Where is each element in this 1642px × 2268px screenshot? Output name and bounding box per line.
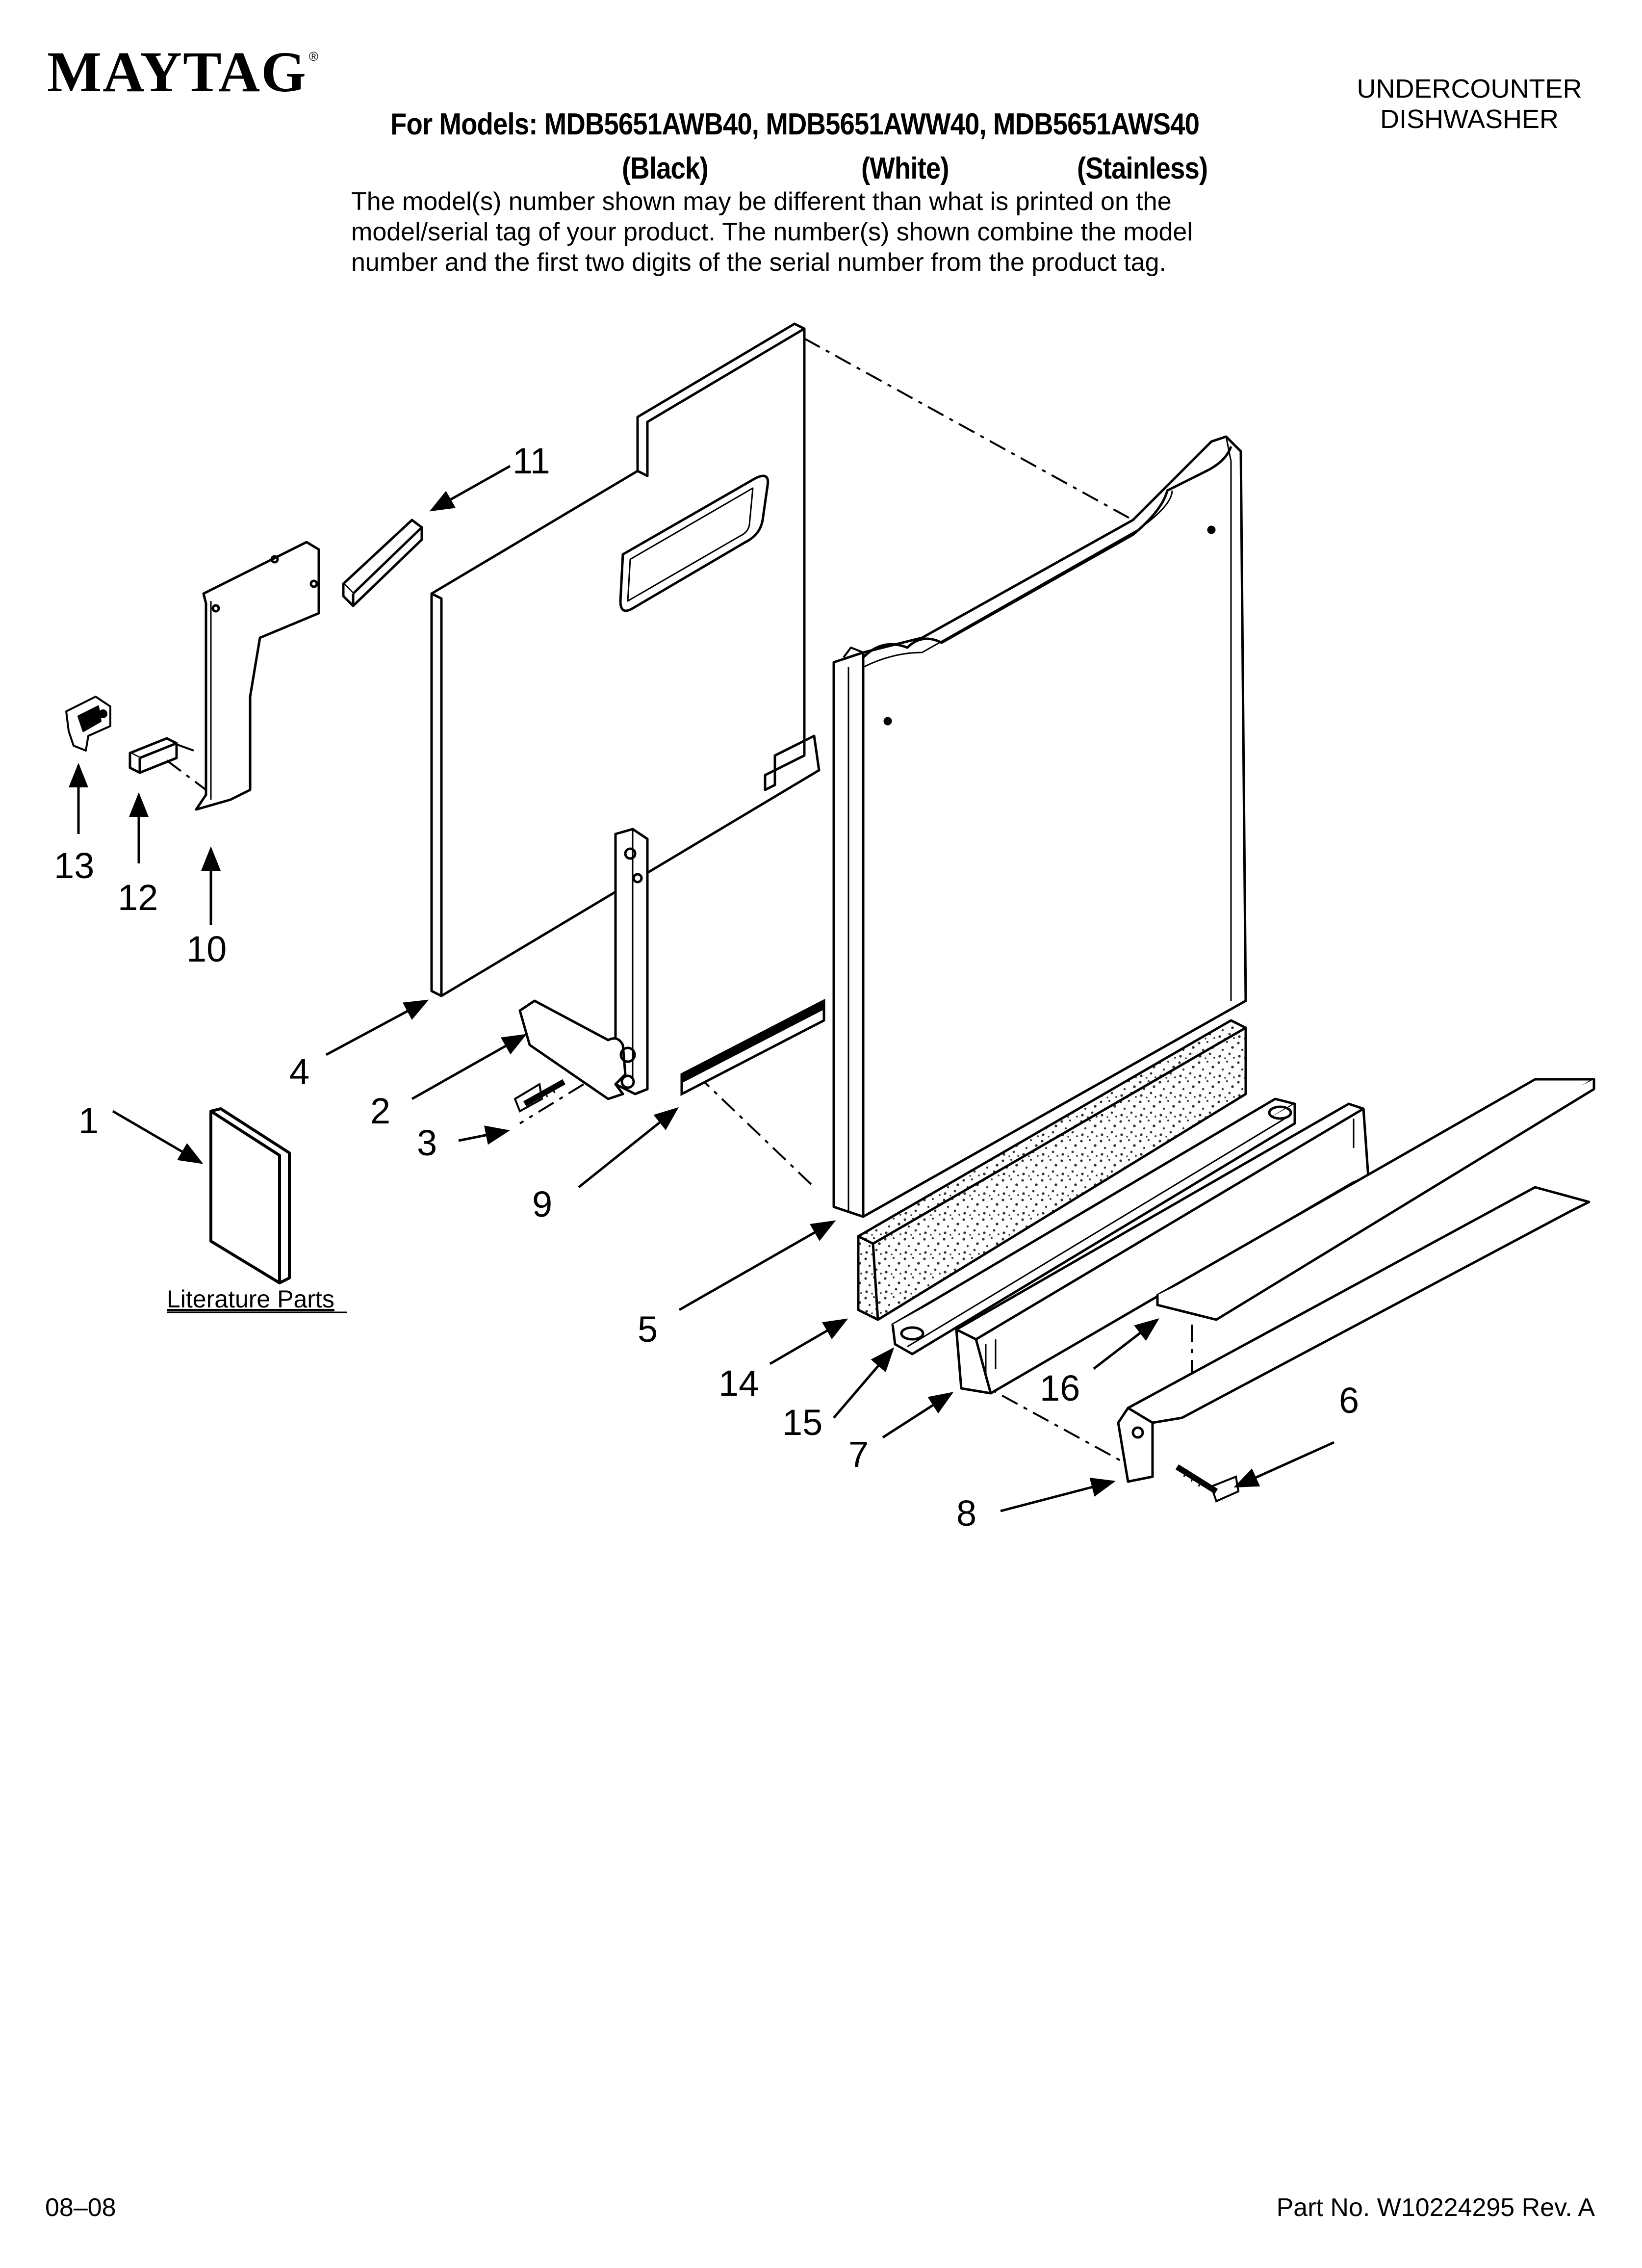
callout-15: 15 — [782, 1402, 822, 1443]
lower-bracket — [1117, 1186, 1591, 1483]
insulation-strip — [680, 998, 825, 1096]
product-type: UNDERCOUNTER DISHWASHER — [1342, 74, 1597, 134]
callout-3: 3 — [417, 1122, 437, 1163]
callout-11: 11 — [513, 441, 550, 481]
callout-13: 13 — [54, 845, 94, 886]
callout-12: 12 — [118, 877, 158, 918]
callout-5: 5 — [638, 1309, 658, 1350]
screw — [513, 1079, 565, 1113]
callout-labels: 1 2 3 4 5 6 7 8 9 10 11 12 13 14 15 16 L… — [54, 441, 1359, 1534]
registered-mark: ® — [308, 49, 320, 64]
callout-14: 14 — [718, 1363, 759, 1404]
part-number: Part No. W10224295 Rev. A — [1276, 2193, 1595, 2222]
toe-panel-bracket — [955, 1102, 1370, 1395]
literature-booklet — [209, 1107, 291, 1284]
product-type-line2: DISHWASHER — [1380, 104, 1559, 134]
callout-7: 7 — [848, 1434, 869, 1475]
product-type-line1: UNDERCOUNTER — [1357, 74, 1582, 104]
callout-2: 2 — [370, 1091, 390, 1131]
side-bracket-plate — [195, 541, 320, 811]
screw — [1175, 1464, 1240, 1503]
notice-line: number and the first two digits of the s… — [351, 248, 1166, 277]
callout-10: 10 — [186, 929, 227, 969]
mounting-bracket — [518, 828, 649, 1100]
spacer-bar — [342, 519, 423, 607]
brand-name: MAYTAG — [47, 40, 307, 104]
speckled-insulation — [857, 1019, 1247, 1321]
notice-line: The model(s) number shown may be differe… — [351, 187, 1172, 216]
variant-stainless: (Stainless) — [1077, 152, 1208, 185]
callout-8: 8 — [956, 1493, 976, 1534]
callout-1: 1 — [78, 1100, 99, 1141]
callout-6: 6 — [1339, 1380, 1359, 1421]
callout-16: 16 — [1040, 1368, 1080, 1408]
variant-white: (White) — [861, 152, 949, 185]
revision-date: 08–08 — [45, 2193, 116, 2222]
variant-black: (Black) — [622, 152, 709, 185]
foam-block — [128, 737, 178, 774]
side-panel — [430, 322, 821, 997]
models-line: For Models: MDB5651AWB40, MDB5651AWW40, … — [390, 107, 1200, 141]
notice-line: model/serial tag of your product. The nu… — [351, 218, 1193, 246]
assembly-guides — [166, 338, 1193, 1463]
kick-rail — [891, 1097, 1296, 1356]
callout-9: 9 — [532, 1184, 552, 1225]
latch-clip — [65, 696, 111, 752]
literature-parts-label: Literature Parts — [167, 1285, 334, 1313]
toe-panel — [1156, 1078, 1595, 1321]
cabinet-frame — [832, 435, 1247, 1218]
model-notice: The model(s) number shown may be differe… — [351, 186, 1332, 278]
brand-logo: MAYTAG® — [47, 43, 319, 101]
callout-4: 4 — [289, 1051, 309, 1092]
leader-arrows — [69, 465, 1335, 1512]
